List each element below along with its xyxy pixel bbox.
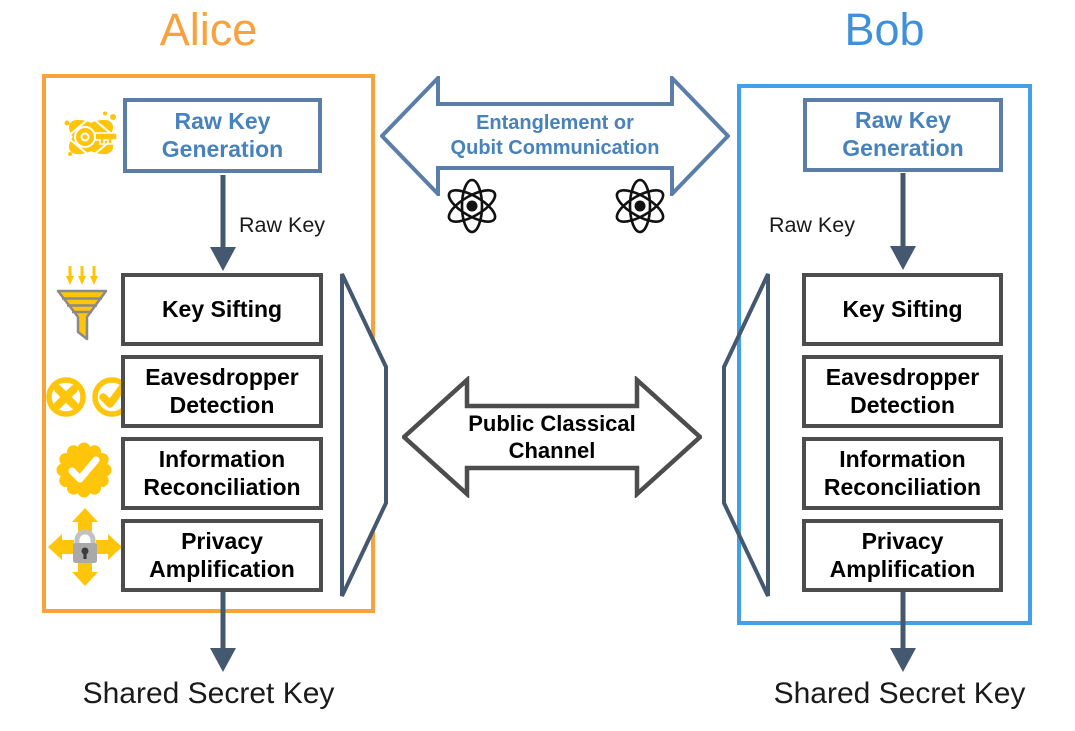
alice-step-information-reconciliation: Information Reconciliation (121, 437, 323, 510)
alice-step-key-sifting: Key Sifting (121, 273, 323, 346)
bob-shared-secret-key-label: Shared Secret Key (773, 677, 1026, 710)
bob-step-eavesdropper-detection: Eavesdropper Detection (802, 355, 1003, 428)
alice-secret-key-arrow (210, 592, 236, 672)
alice-shared-secret-key-label: Shared Secret Key (82, 677, 335, 710)
bob-box (737, 84, 1032, 625)
alice-raw-key-label: Raw Key (239, 213, 326, 237)
alice-raw-key-arrow (210, 175, 236, 271)
bob-raw-key-label: Raw Key (768, 213, 855, 237)
verified-badge-icon (56, 442, 112, 498)
quantum-channel-label: Entanglement or Qubit Communication (450, 112, 660, 159)
alice-step-privacy-amplification: Privacy Amplification (121, 519, 323, 592)
bob-secret-key-arrow (890, 592, 916, 672)
cross-circle-icon (46, 377, 86, 417)
alice-step-eavesdropper-detection: Eavesdropper Detection (121, 355, 323, 428)
double-arrow-shape (380, 76, 730, 196)
key-sifting-funnel-icon (56, 266, 108, 341)
atom-icon (445, 178, 499, 234)
double-arrow-shape (402, 376, 702, 498)
bob-channel-bracket (722, 273, 770, 597)
alice-title: Alice (159, 4, 258, 55)
privacy-lock-arrows-icon (48, 508, 122, 586)
classical-channel-label: Public Classical Channel (468, 410, 636, 464)
alice-channel-bracket (340, 273, 388, 597)
atom-icon (613, 178, 667, 234)
classical-channel-arrow: Public Classical Channel (402, 376, 702, 498)
bob-step-information-reconciliation: Information Reconciliation (802, 437, 1003, 510)
bob-raw-key-arrow (890, 173, 916, 270)
bob-raw-key-generation-box: Raw Key Generation (803, 98, 1003, 172)
bob-step-key-sifting: Key Sifting (802, 273, 1003, 346)
bob-step-privacy-amplification: Privacy Amplification (802, 519, 1003, 592)
bob-title: Bob (844, 4, 925, 55)
key-generation-icon (64, 111, 118, 159)
alice-raw-key-generation-box: Raw Key Generation (123, 98, 322, 173)
quantum-channel-arrow: Entanglement or Qubit Communication (380, 76, 730, 196)
